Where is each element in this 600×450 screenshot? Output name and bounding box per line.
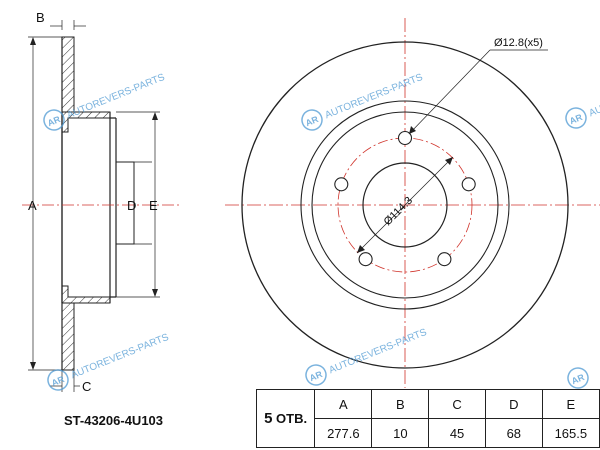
side-section-view: B A D E C [22, 10, 180, 394]
hat-outer-edge [311, 111, 499, 299]
pcd-label: Ø114.3 [382, 195, 415, 228]
svg-text:AR: AR [50, 374, 66, 388]
bolt-hole [397, 130, 413, 146]
watermark: AR AUTOREVERS-PARTS [301, 72, 425, 131]
svg-text:AR: AR [570, 372, 586, 386]
disc-outer-edge [241, 41, 569, 369]
specs-header-row: 5 ОТВ. A B C D E [255, 389, 600, 448]
svg-text:AR: AR [568, 112, 584, 126]
spec-value-e: 165.5 [541, 418, 600, 448]
svg-text:AUTOREVERS-PARTS: AUTOREVERS-PARTS [587, 70, 600, 119]
friction-surface-inner-edge [300, 100, 510, 310]
dim-label-e: E [149, 198, 158, 213]
dim-label-a: A [28, 198, 37, 213]
spec-header-d: D [484, 389, 543, 419]
dim-label-c: C [82, 379, 91, 394]
holes-count-cell: 5 ОТВ. [255, 389, 316, 448]
specs-value-row: 277.6 10 45 68 165.5 [257, 418, 600, 448]
center-bore [362, 162, 448, 248]
watermark: AR AUTOREVERS-PARTS [305, 327, 429, 386]
section-hat-wall-bottom [61, 285, 111, 304]
part-number: ST-43206-4U103 [64, 413, 164, 428]
svg-text:AUTOREVERS-PARTS: AUTOREVERS-PARTS [69, 332, 170, 381]
dim-label-b: B [36, 10, 45, 25]
pcd-dimension-line [356, 156, 454, 254]
bolt-hole [461, 177, 476, 192]
spec-header-e: E [541, 389, 600, 419]
bolt-hole [437, 252, 452, 267]
svg-text:AUTOREVERS-PARTS: AUTOREVERS-PARTS [327, 327, 428, 376]
svg-text:AR: AR [46, 114, 62, 128]
bolt-hole-leader [408, 49, 491, 135]
svg-text:AR: AR [304, 114, 320, 128]
spec-header-a: A [314, 389, 373, 419]
holes-suffix: ОТВ. [276, 411, 308, 426]
spec-value-b: 10 [371, 418, 430, 448]
bolt-holes [334, 130, 476, 267]
spec-value-a: 277.6 [314, 418, 373, 448]
spec-header-b: B [371, 389, 430, 419]
spec-value-d: 68 [484, 418, 543, 448]
section-hat-outline [61, 112, 117, 303]
svg-text:AUTOREVERS-PARTS: AUTOREVERS-PARTS [65, 72, 166, 121]
svg-text:AR: AR [308, 369, 324, 383]
watermark: AR AUTOREVERS-PARTS [565, 70, 600, 129]
dim-label-d: D [127, 198, 136, 213]
watermark: AR AUTOREVERS-PARTS [43, 72, 167, 131]
section-friction-ring-bottom [61, 302, 75, 371]
spec-value-c: 45 [428, 418, 486, 448]
bolt-hole-label: Ø12.8(x5) [494, 37, 543, 49]
svg-text:AUTOREVERS-PARTS: AUTOREVERS-PARTS [323, 72, 424, 121]
section-friction-ring-top [61, 36, 75, 113]
specs-table: 5 ОТВ. A B C D E 277.6 10 45 68 165.5 [255, 389, 600, 448]
bolt-hole [358, 252, 373, 267]
bolt-hole [334, 177, 349, 192]
watermark: AR [567, 367, 589, 389]
spec-header-c: C [428, 389, 486, 419]
holes-count: 5 [264, 410, 273, 427]
